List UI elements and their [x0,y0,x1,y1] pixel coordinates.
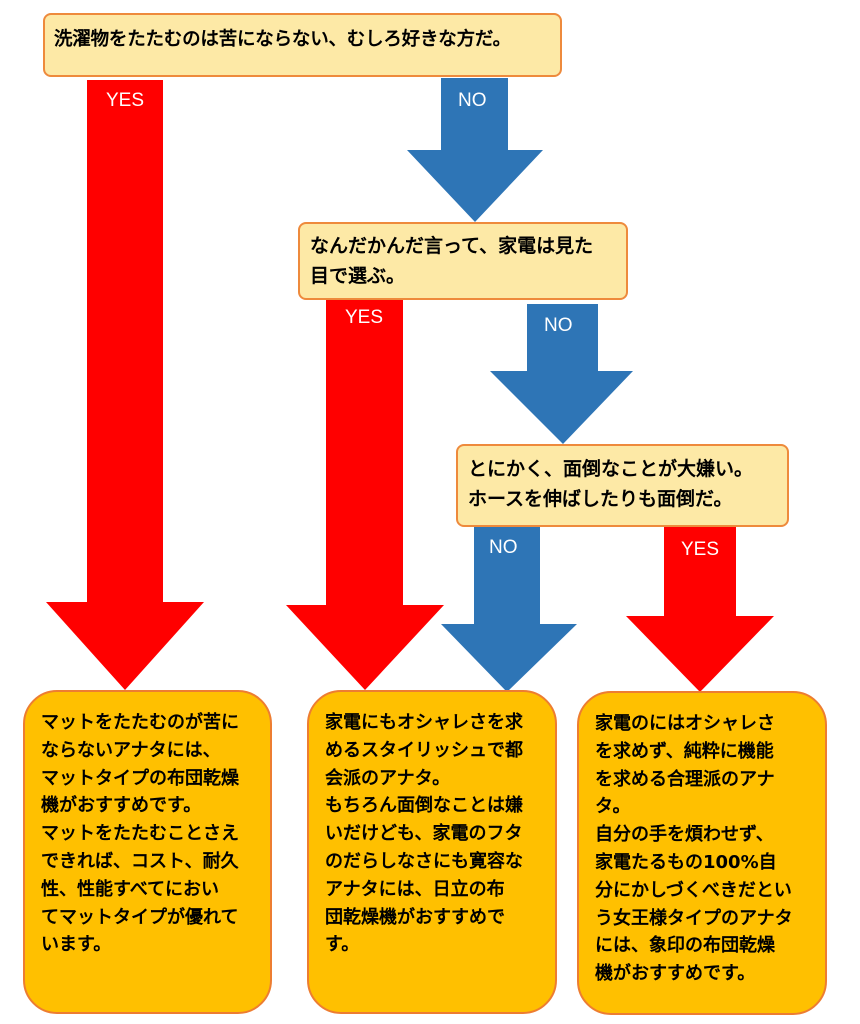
answer-box-hitachi: 家電にもオシャレさを求 めるスタイリッシュで都 会派のアナタ。 もちろん面倒なこ… [307,690,557,1014]
answer-box-zojirushi: 家電のにはオシャレさ を求めず、純粋に機能 を求める合理派のアナ タ。 自分の手… [577,691,827,1015]
yes-arrow-q2 [286,300,444,690]
question-box-3: とにかく、面倒なことが大嫌い。 ホースを伸ばしたりも面倒だ。 [456,444,789,527]
no-label-q1: NO [458,90,487,111]
yes-arrow-q1 [46,80,204,690]
no-arrow-q3 [441,526,577,692]
no-arrow-q1 [407,78,543,222]
no-label-q2: NO [544,315,573,336]
question-box-1: 洗濯物をたたむのは苦にならない、むしろ好きな方だ。 [43,13,562,77]
answer-box-mat-type: マットをたたむのが苦に ならないアナタには、 マットタイプの布団乾燥 機がおすす… [23,690,272,1014]
yes-label-q2: YES [345,307,384,328]
yes-label-q3: YES [681,539,720,560]
yes-arrow-q3 [626,527,774,692]
no-label-q3: NO [489,537,518,558]
no-arrow-q2 [490,304,633,444]
yes-label-q1: YES [106,90,145,111]
question-box-2: なんだかんだ言って、家電は見た 目で選ぶ。 [298,222,628,300]
